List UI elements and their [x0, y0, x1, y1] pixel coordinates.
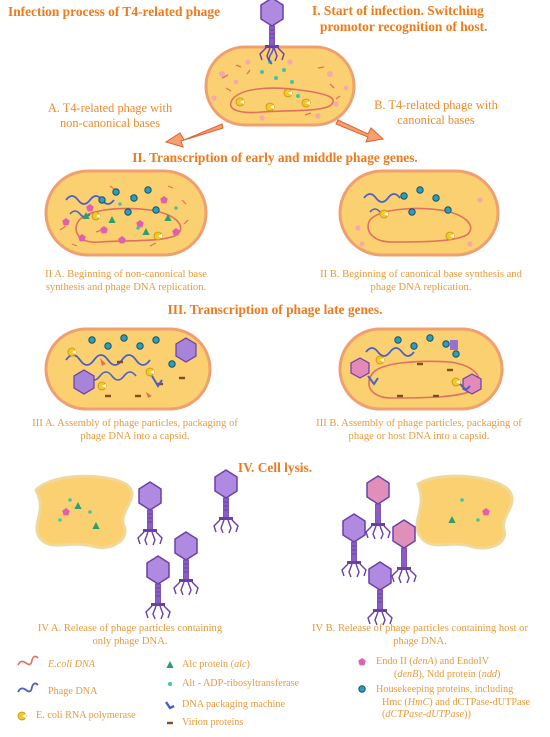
released-phage-a2 — [213, 469, 239, 534]
caption-3b-line-2: phage or host DNA into a capsid. — [348, 431, 490, 442]
released-phage-b2 — [341, 513, 367, 578]
caption-4b-line-2: phage DNA. — [393, 636, 447, 647]
legend-endo-l2e: ) — [497, 668, 501, 680]
step-4-heading: IV. Cell lysis. — [237, 460, 313, 475]
step-1-line-1: I. Start of infection. Switching — [312, 3, 484, 18]
legend-hk-l3a: ( — [382, 709, 386, 720]
legend-alc-gene: alc — [234, 659, 247, 670]
legend-alt: Alt - ADP-ribosyltransferase — [182, 678, 300, 689]
legend-alc-close: ) — [246, 659, 250, 670]
legend-hk-l1: Housekeeping proteins, including — [376, 684, 514, 695]
branch-a-line-1: A. T4-related phage with — [47, 101, 173, 115]
released-phage-a3 — [173, 531, 199, 596]
step-1-heading: I. Start of infection. Switching promoto… — [312, 3, 550, 35]
legend-endo-l1a: Endo II ( — [376, 656, 413, 667]
caption-2b-line-1: II B. Beginning of canonical base synthe… — [320, 269, 522, 280]
legend-endo-l1b: denA — [412, 656, 434, 667]
legend-symbols — [17, 655, 366, 725]
diagram-title: Infection process of T4-related phage — [8, 4, 221, 19]
released-phage-b4 — [367, 561, 393, 626]
step-1-line-2: promotor recognition of host. — [320, 19, 488, 34]
cell-start — [204, 39, 356, 127]
legend-endo-l2d: ndd — [481, 668, 497, 680]
caption-3a: III A. Assembly of phage particles, pack… — [8, 417, 262, 443]
caption-3a-line-2: phage DNA into a capsid. — [80, 431, 190, 442]
released-phage-b3 — [391, 519, 417, 584]
branch-b-label: B. T4-related phage with canonical bases — [352, 98, 520, 128]
branch-b-line-2: canonical bases — [397, 113, 475, 127]
legend-hk-l2b: HmC — [407, 696, 430, 708]
branch-arrows — [164, 119, 385, 148]
legend-endo-l2b: denB — [397, 668, 419, 680]
legend-housekeeping: Housekeeping proteins, including Hmc (Hm… — [376, 684, 548, 722]
legend-ecoli-dna: E.coli DNA — [48, 659, 95, 670]
legend-endo-l2a: ( — [394, 668, 398, 680]
legend-phage-dna: Phage DNA — [48, 686, 98, 697]
legend-hk-l3b: dCTPase-dUTPase — [385, 709, 465, 720]
legend-endo: Endo II (denA) and EndoIV (denB), Ndd pr… — [376, 656, 548, 681]
caption-3b: III B. Assembly of phage particles, pack… — [290, 417, 548, 443]
legend-alc-text: Alc protein ( — [182, 659, 235, 670]
cell-2a — [44, 169, 208, 257]
legend-packaging: DNA packaging machine — [182, 699, 285, 710]
legend-hk-l2c: ) and dCTPase-dUTPase — [429, 696, 530, 708]
branch-a-line-2: non-canonical bases — [59, 116, 161, 130]
step-3-heading: III. Transcription of phage late genes. — [167, 302, 383, 317]
cell-2b — [338, 169, 500, 257]
branch-b-line-1: B. T4-related phage with — [374, 98, 498, 112]
caption-4b: IV B. Release of phage particles contain… — [292, 622, 548, 648]
lysed-cell-4b — [415, 474, 514, 550]
released-phage-a1 — [137, 481, 163, 546]
legend-endo-l2c: ), Ndd protein ( — [418, 668, 482, 680]
lysed-cell-4a — [34, 474, 134, 549]
caption-4a: IV A. Release of phage particles contain… — [10, 622, 250, 648]
caption-4a-line-2: only phage DNA. — [92, 636, 168, 647]
caption-2b-line-2: phage DNA replication. — [370, 282, 472, 293]
legend-hk-l3c: )) — [464, 709, 471, 720]
caption-3b-line-1: III B. Assembly of phage particles, pack… — [316, 418, 522, 429]
released-phage-b1 — [365, 475, 391, 540]
legend-rnap: E. coli RNA polymerase — [36, 710, 136, 721]
caption-2a-line-2: synthesis and phage DNA replication. — [45, 282, 207, 293]
cell-3a — [44, 327, 212, 411]
caption-4a-line-1: IV A. Release of phage particles contain… — [37, 623, 223, 634]
legend-endo-l1c: ) and EndoIV — [433, 656, 490, 667]
step-2-heading: II. Transcription of early and middle ph… — [132, 150, 418, 165]
caption-2a: II A. Beginning of non-canonical base sy… — [10, 268, 242, 294]
legend-alc: Alc protein (alc) — [182, 659, 250, 672]
caption-3a-line-1: III A. Assembly of phage particles, pack… — [32, 418, 238, 429]
caption-4b-line-1: IV B. Release of phage particles contain… — [311, 623, 529, 634]
cell-3b — [338, 327, 504, 411]
legend-hk-l2a: Hmc ( — [382, 696, 408, 708]
released-phage-a4 — [145, 555, 171, 620]
caption-2a-line-1: II A. Beginning of non-canonical base — [45, 269, 207, 280]
caption-2b: II B. Beginning of canonical base synthe… — [296, 268, 546, 294]
branch-a-label: A. T4-related phage with non-canonical b… — [30, 101, 190, 131]
legend-virion: Virion proteins — [182, 717, 244, 728]
